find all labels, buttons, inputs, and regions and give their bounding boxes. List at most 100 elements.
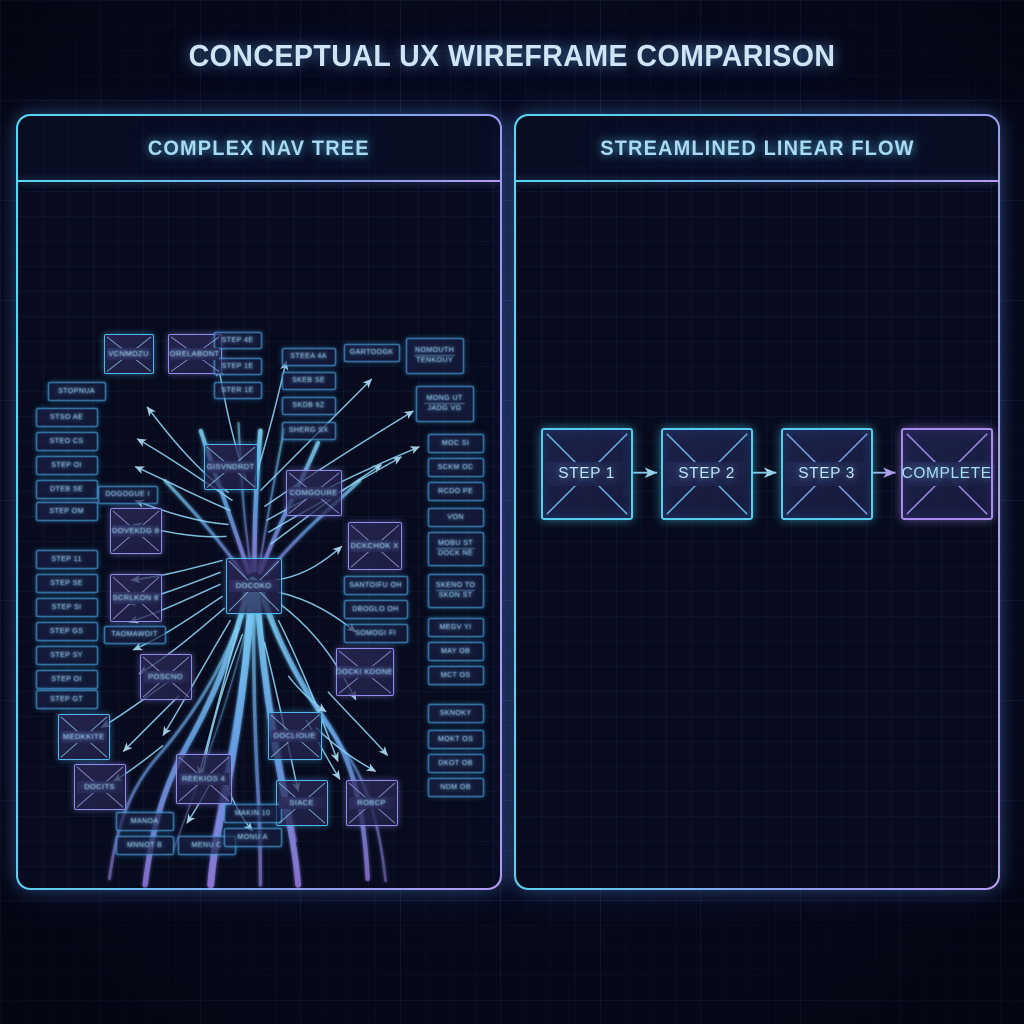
nav-pill-text: MENU C [191,841,222,849]
nav-node[interactable]: DCKCHOK X [347,521,402,570]
nav-pill-text: MONU A [237,833,268,841]
nav-pill-text: TAOMAWOIT [111,631,158,639]
nav-pill-label[interactable]: STOPNUA [47,381,106,401]
nav-node-label: DOCLIOUE [273,731,316,741]
nav-node[interactable]: MEDKKITE [57,713,110,760]
nav-pill-text: STEP GT [50,695,84,703]
nav-pill-label[interactable]: MONU A [223,827,282,847]
nav-node-label: GISVNDRDT [206,462,255,472]
nav-pill-label[interactable]: DTEB SE [35,479,98,499]
nav-pill-text: RCDO PE [438,487,474,495]
nav-pill-label[interactable]: STEEA 4A [281,347,336,366]
nav-node[interactable]: SCRLKON 8 [109,573,162,622]
nav-pill-label[interactable]: STSO AE [35,407,98,427]
panel-left-inner: COMPLEX NAV TREE [17,115,501,889]
nav-pill-label[interactable]: MANOA [115,811,174,831]
nav-node[interactable]: VCNMOZU [103,333,154,374]
step-box-2[interactable]: STEP 2 [660,427,753,520]
nav-pill-label[interactable]: MOKT OS [427,729,484,749]
nav-pill-label[interactable]: STEP GT [35,689,98,709]
nav-pill-label[interactable]: STEP GS [35,621,98,641]
panel-right-header: STREAMLINED LINEAR FLOW [515,115,999,182]
nav-pill-text: STEO CS [49,437,84,445]
nav-node-label: DCKCHOK X [350,541,399,551]
nav-pill-label[interactable]: RCDO PE [427,481,484,501]
nav-pill-label[interactable]: STEP 4E [213,331,262,349]
nav-pill-label[interactable]: STEP SE [35,573,98,593]
nav-pill-label[interactable]: SKNOKY [427,703,484,723]
nav-pill-label[interactable]: SKDB 6Z [281,396,336,415]
nav-pill-label[interactable]: STEO CS [35,431,98,451]
nav-node[interactable]: POSCNO [139,653,192,700]
nav-pill-text: STEP 1E [221,362,254,370]
nav-pill-label[interactable]: VON [427,507,484,527]
nav-node[interactable]: DOCLIOUE [267,711,322,760]
nav-pill-text: STEP 11 [51,555,82,563]
nav-node[interactable]: REEKIOS 4 [175,753,232,804]
panel-right-body: STEP 1 STEP 2 STEP 3 [516,182,999,889]
nav-node[interactable]: DOVEKDG 8 [109,507,162,554]
nav-pill-text: SCKM OC [437,463,474,471]
nav-pill-label[interactable]: TAOMAWOIT [103,625,166,644]
nav-node-label: DOCKI KDONE [336,667,394,677]
nav-pill-label[interactable]: STEP OM [35,501,98,521]
step-box-label: STEP 2 [678,464,735,482]
nav-pill-label[interactable]: SCKM OC [427,457,484,477]
nav-node[interactable]: DOCKI KDONE [335,647,394,696]
nav-node-hub[interactable]: DOCOKO [225,557,282,614]
nav-pill-label[interactable]: STEP 1E [213,357,262,375]
nav-node-label: COMGOURE [289,488,338,498]
step-box-complete[interactable]: COMPLETE [900,427,993,520]
nav-pill-text: SKNOKY [439,709,472,717]
nav-pill-label[interactable]: MOC SI [427,433,484,453]
nav-node[interactable]: ROBCP [345,779,398,826]
step-box-1[interactable]: STEP 1 [540,427,633,520]
nav-pill-text: MONG UT [426,395,463,403]
nav-pill-label[interactable]: DKOT OB [427,753,484,773]
nav-pill-label[interactable]: STEP SY [35,645,98,665]
nav-pill-label[interactable]: STER 1E [213,381,262,399]
nav-pill-text-secondary: TENKOUY [416,357,454,365]
nav-pill-label[interactable]: STEP SI [35,597,98,617]
nav-node[interactable]: COMGOURE [285,469,342,516]
nav-pill-label[interactable]: NDM OB [427,777,484,797]
nav-pill-label[interactable]: SKEB SE [281,371,336,390]
nav-pill-label[interactable]: DBOGLO OH [343,599,408,619]
nav-pill-text: MEGV YI [439,623,472,631]
nav-pill-label[interactable]: SANTOIFU OH [343,575,408,595]
nav-node-label: SCRLKON 8 [112,593,159,603]
nav-pill-label[interactable]: MAKIN 10 [223,803,282,823]
nav-pill-label[interactable]: MAY OB [427,641,484,661]
nav-node[interactable]: GISVNDRDT [203,443,258,490]
nav-pill-label[interactable]: GARTOOGK [343,343,400,362]
nav-pill-label[interactable]: MNNOT B [115,835,174,855]
nav-pill-label[interactable]: MCT OS [427,665,484,685]
nav-pill-text: SHERG SX [288,427,329,435]
nav-pill-text: SKEB SE [292,377,326,385]
step-box-3[interactable]: STEP 3 [780,427,873,520]
nav-node[interactable]: SIACE [275,779,328,826]
nav-pill-text: MOBU ST [438,540,474,548]
nav-node[interactable]: DOCITS [73,763,126,810]
nav-pill-label[interactable]: STEP OI [35,669,98,689]
panel-right-title: STREAMLINED LINEAR FLOW [599,136,915,160]
nav-pill-label[interactable]: SOMOGI FI [343,623,408,643]
nav-pill-label[interactable]: SHERG SX [281,421,336,440]
nav-pill-label[interactable]: MEGV YI [427,617,484,637]
nav-pill-text: GARTOOGK [349,349,394,357]
step-box-label: STEP 1 [558,464,615,482]
page-title: CONCEPTUAL UX WIREFRAME COMPARISON [188,38,836,73]
nav-pill-label[interactable]: STEP 11 [35,549,98,569]
nav-node-label: POSCNO [148,672,184,682]
nav-pill-label[interactable]: DOGOGUE I [97,485,158,504]
panel-complex-nav-tree: COMPLEX NAV TREE [16,114,502,890]
nav-node[interactable]: ORELABONT [167,333,222,374]
nav-pill-text: STEP SY [50,651,83,659]
linear-flow-arrows [632,466,896,478]
nav-pill-text: SKDB 6Z [292,402,325,410]
nav-pill-label[interactable]: STEP OI [35,455,98,475]
